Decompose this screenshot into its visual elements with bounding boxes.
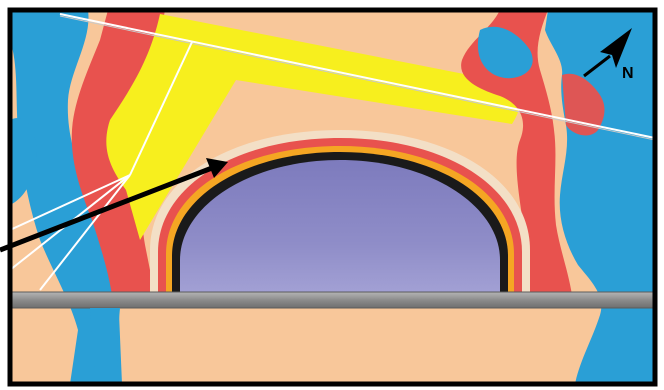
north-label: N: [622, 65, 634, 82]
road: [10, 292, 655, 308]
